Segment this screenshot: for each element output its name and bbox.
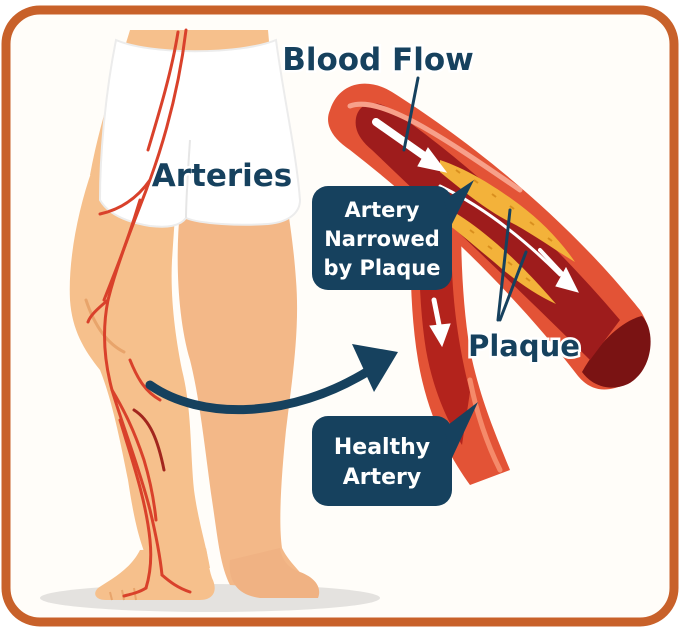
healthy-label-line2: Artery xyxy=(343,465,422,490)
shorts xyxy=(100,40,300,227)
narrowed-label-line2: Narrowed xyxy=(324,227,440,251)
arteries-label: Arteries xyxy=(152,158,293,194)
healthy-label-line1: Healthy xyxy=(334,435,430,460)
narrowed-callout: Artery Narrowed by Plaque xyxy=(312,180,474,290)
blood-flow-label: Blood Flow xyxy=(282,42,474,78)
narrowed-label-line1: Artery xyxy=(345,198,420,222)
narrowed-label-line3: by Plaque xyxy=(323,256,440,280)
plaque-label: Plaque xyxy=(468,329,580,363)
